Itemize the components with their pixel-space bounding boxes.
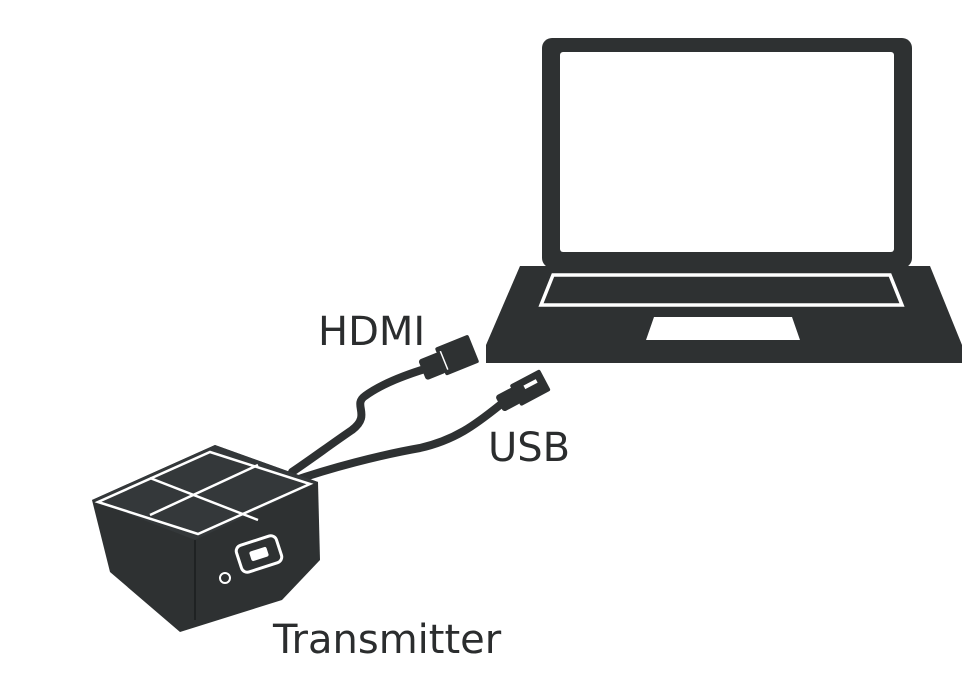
usb-label: USB (488, 425, 571, 471)
hdmi-label: HDMI (318, 309, 426, 355)
cables (286, 364, 504, 486)
laptop-base-edge (486, 345, 962, 363)
usb-cable (286, 401, 504, 486)
hdmi-plug-icon (418, 335, 479, 380)
usb-plug-icon (496, 369, 551, 412)
laptop-icon (486, 38, 962, 363)
laptop-trackpad (646, 317, 800, 340)
hdmi-cable (288, 364, 432, 476)
transmitter-device-icon (92, 445, 320, 632)
transmitter-label: Transmitter (273, 617, 502, 663)
laptop-keyboard (538, 273, 905, 307)
laptop-screen (560, 52, 894, 252)
